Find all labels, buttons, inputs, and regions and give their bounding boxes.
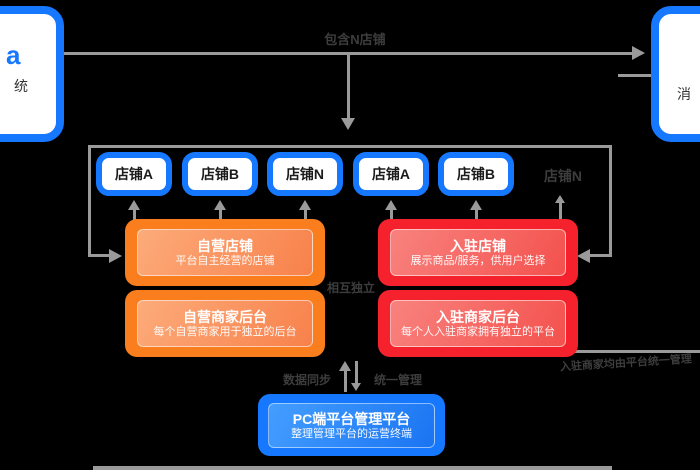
pc-platform-subtitle: 整理管理平台的运营终端 [291,427,412,440]
settled-backend-node: 入驻商家后台 每个人入驻商家拥有独立的平台 [378,290,578,357]
frame-left-line [88,145,91,257]
frame-right-arrow-icon [577,249,590,263]
settled-right-line [556,350,700,353]
settled-store-panel: 入驻店铺 展示商品/服务，供用户选择 [390,229,566,276]
right-system-label: 消 [677,86,691,102]
self-backend-panel: 自营商家后台 每个自营商家用于独立的后台 [137,300,313,347]
connector-up-arrow-icon [128,200,140,210]
connector-line [559,202,562,224]
store-node: 店铺N [267,152,343,196]
right-system-node: 消 [651,6,700,142]
left-system-label: 统 [14,78,28,94]
sync-down-line [355,361,358,384]
settled-store-node: 入驻店铺 展示商品/服务，供用户选择 [378,219,578,286]
frame-right-line [609,145,612,257]
self-store-subtitle: 平台自主经营的店铺 [175,254,275,267]
sync-up-arrow-icon [339,361,351,371]
store-node: 店铺A [353,152,429,196]
pc-platform-title: PC端平台管理平台 [292,410,411,427]
self-backend-subtitle: 每个自营商家用于独立的后台 [153,325,297,338]
sync-up-line [344,369,347,392]
frame-right-bottom-line [590,254,612,257]
store-label: 店铺B [200,166,240,182]
store-node: 店铺B [438,152,514,196]
sync-right-label: 统一管理 [373,373,422,387]
right-box-stub-line [618,74,652,77]
settled-store-subtitle: 展示商品/服务，供用户选择 [410,254,546,267]
self-store-title: 自营店铺 [197,237,253,254]
connector-line [304,208,307,224]
sync-left-label: 数据同步 [282,373,331,387]
center-drop-line [347,53,350,119]
connector-up-arrow-icon [470,200,482,210]
store-label: 店铺A [371,166,411,182]
connector-line [219,208,222,224]
store-node: 店铺A [96,152,172,196]
store-node: 店铺B [182,152,258,196]
center-drop-arrow-icon [341,118,355,130]
self-backend-title: 自营商家后台 [183,308,267,325]
pc-platform-node: PC端平台管理平台 整理管理平台的运营终端 [258,394,445,456]
connector-line [475,208,478,224]
settled-store-title: 入驻店铺 [450,237,506,254]
middle-dim-label: 相互独立 [326,281,375,295]
self-backend-node: 自营商家后台 每个自营商家用于独立的后台 [125,290,325,357]
settled-backend-subtitle: 每个人入驻商家拥有独立的平台 [401,325,555,338]
frame-top-line [88,145,612,148]
connector-line [390,208,393,224]
connector-up-arrow-icon [299,200,311,210]
sync-down-arrow-icon [351,383,361,391]
connector-line [133,208,136,224]
store-label: 店铺B [456,166,496,182]
connector-up-arrow-icon [214,200,226,210]
left-system-node: a 统 [0,6,64,142]
top-arrow-right-head-icon [632,46,645,60]
bottom-edge-bar [93,466,612,470]
pc-platform-panel: PC端平台管理平台 整理管理平台的运营终端 [268,403,435,448]
store-n-dim-label: 店铺N [543,168,583,184]
self-store-node: 自营店铺 平台自主经营的店铺 [125,219,325,286]
frame-left-bottom-line [88,254,112,257]
connector-up-arrow-icon [555,195,565,203]
store-label: 店铺N [285,166,325,182]
settled-backend-panel: 入驻商家后台 每个人入驻商家拥有独立的平台 [390,300,566,347]
left-system-logo-icon: a [6,40,21,70]
top-arrow-label: 包含N店铺 [324,32,386,47]
store-label: 店铺A [114,166,154,182]
connector-up-arrow-icon [385,200,397,210]
settled-backend-title: 入驻商家后台 [436,308,520,325]
frame-left-arrow-icon [109,249,122,263]
self-store-panel: 自营店铺 平台自主经营的店铺 [137,229,313,276]
